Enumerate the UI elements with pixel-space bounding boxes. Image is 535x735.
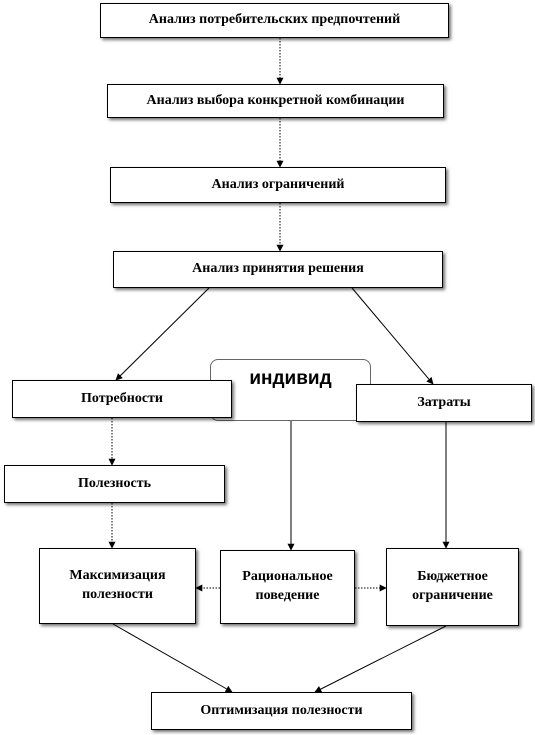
node-budget-constraint: Бюджетное ограничение <box>386 548 519 626</box>
node-costs-label: Затраты <box>417 394 471 410</box>
node-constraints-label: Анализ ограничений <box>211 176 345 192</box>
arrow-decision-to-needs <box>115 287 210 381</box>
node-specific-combination-label: Анализ выбора конкретной комбинации <box>146 92 405 108</box>
node-rational-behavior: Рациональное поведение <box>220 550 355 624</box>
node-decision-label: Анализ принятия решения <box>192 261 364 277</box>
arrow-budget-to-optimization <box>314 625 447 693</box>
node-needs-label: Потребности <box>81 390 163 406</box>
node-constraints: Анализ ограничений <box>110 167 446 203</box>
arrow-decision-to-costs <box>351 287 434 385</box>
node-utility-maximization: Максимизация полезности <box>39 548 196 624</box>
node-individual: индивид <box>210 359 371 421</box>
node-individual-label: индивид <box>249 368 332 389</box>
node-specific-combination: Анализ выбора конкретной комбинации <box>107 84 444 118</box>
node-rational-behavior-label: Рациональное поведение <box>242 569 333 603</box>
node-consumer-preferences: Анализ потребительских предпочтений <box>100 3 449 38</box>
node-utility-maximization-label: Максимизация полезности <box>69 568 166 602</box>
node-consumer-preferences-label: Анализ потребительских предпочтений <box>148 12 401 28</box>
node-utility-optimization-label: Оптимизация полезности <box>200 702 363 718</box>
node-utility: Полезность <box>4 465 225 503</box>
node-utility-label: Полезность <box>78 475 151 491</box>
node-decision: Анализ принятия решения <box>113 251 443 288</box>
node-budget-constraint-label: Бюджетное ограничение <box>412 569 493 603</box>
node-utility-optimization: Оптимизация полезности <box>151 692 412 730</box>
node-costs: Затраты <box>356 384 532 422</box>
node-needs: Потребности <box>12 380 232 418</box>
arrow-maximization-to-optimization <box>112 623 233 693</box>
